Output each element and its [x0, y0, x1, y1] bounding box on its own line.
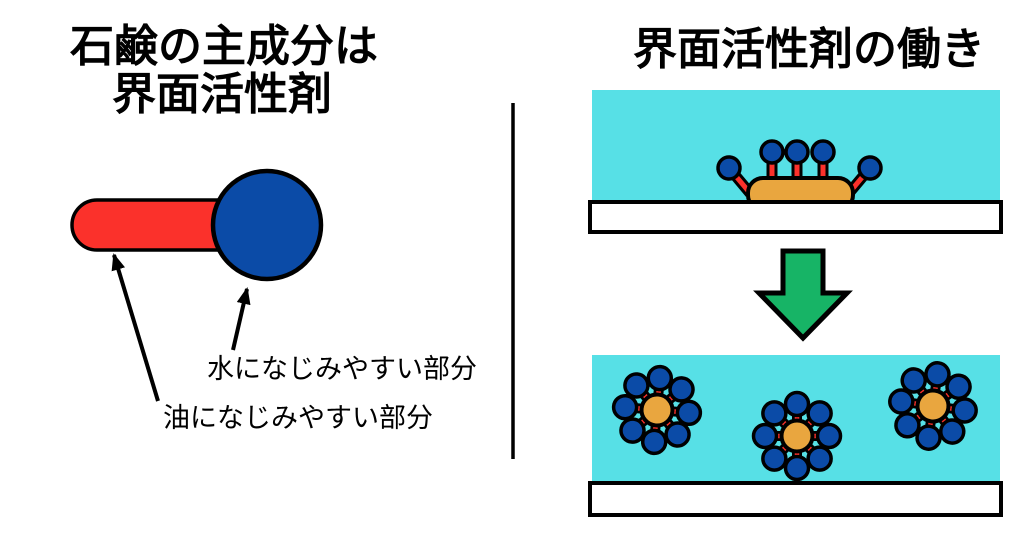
left-title-line1: 石鹸の主成分は [70, 22, 378, 71]
oil-affinity-label: 油になじみやすい部分 [163, 403, 433, 433]
hydrophilic-head [210, 168, 324, 282]
right-title: 界面活性剤の働き [633, 25, 985, 74]
surface-bar-bottom [588, 481, 1003, 517]
down-arrow [753, 248, 853, 342]
scene-after [588, 355, 1003, 517]
water-affinity-label: 水になじみやすい部分 [207, 354, 477, 384]
surface-bar-top [588, 200, 1003, 234]
left-title-line2: 界面活性剤 [112, 70, 332, 119]
right-panel: 界面活性剤の働き [588, 25, 1003, 517]
oil-label-arrow [111, 253, 160, 402]
surfactant-molecule [70, 168, 324, 282]
micelle [754, 393, 841, 480]
left-panel: 石鹸の主成分は 界面活性剤 水になじみやすい部分 油になじみやすい部分 [70, 22, 477, 433]
scene-before [588, 90, 1003, 234]
water-label-arrow [231, 287, 251, 351]
